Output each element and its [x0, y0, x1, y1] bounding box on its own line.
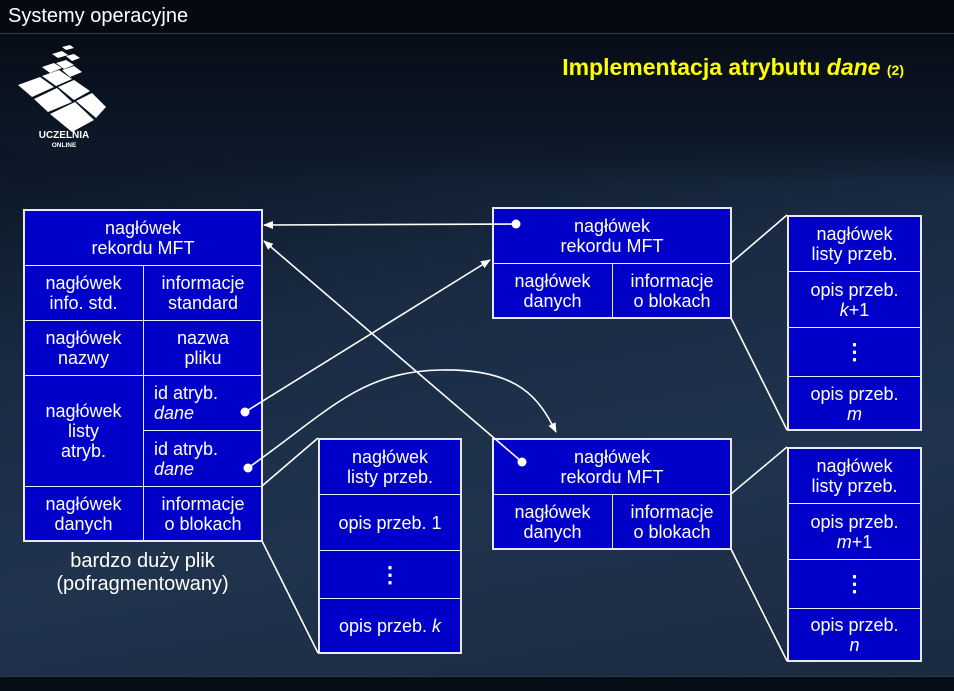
expand-line — [730, 548, 788, 662]
pointer-arrow — [247, 369, 557, 469]
attr-id-dane-1: id atryb.dane — [143, 375, 263, 431]
run-entry-last: opis przeb.n — [787, 608, 922, 662]
svg-text:UCZELNIA: UCZELNIA — [39, 130, 90, 141]
bottom-bar — [0, 676, 954, 691]
pointer-dot — [511, 219, 521, 229]
main-record-caption: bardzo duży plik(pofragmentowany) — [56, 550, 229, 595]
pointer-arrow — [244, 259, 491, 413]
top-bar: Systemy operacyjne — [0, 0, 954, 34]
pointer-dot — [243, 463, 253, 473]
pointer-dot — [517, 457, 527, 467]
expand-line — [730, 214, 788, 264]
run-entry-last: opis przeb.m — [787, 376, 922, 431]
pointer-arrow — [263, 240, 523, 463]
run-entry-last: opis przeb. k — [318, 598, 462, 654]
header-band — [0, 34, 954, 184]
run-entry-first: opis przeb.k+1 — [787, 271, 922, 328]
slide-title: Implementacja atrybutu dane (2) — [562, 54, 904, 80]
run-entry-first: opis przeb.m+1 — [787, 503, 922, 560]
expand-line — [730, 317, 788, 431]
course-title: Systemy operacyjne — [8, 5, 189, 27]
expand-line — [261, 540, 319, 654]
uczelnia-online-logo: UCZELNIA ONLINE — [18, 45, 106, 149]
expand-line — [730, 446, 788, 495]
svg-text:ONLINE: ONLINE — [52, 142, 77, 149]
pointer-arrow — [263, 220, 517, 229]
expand-line — [261, 437, 319, 487]
pointer-dot — [240, 407, 250, 417]
